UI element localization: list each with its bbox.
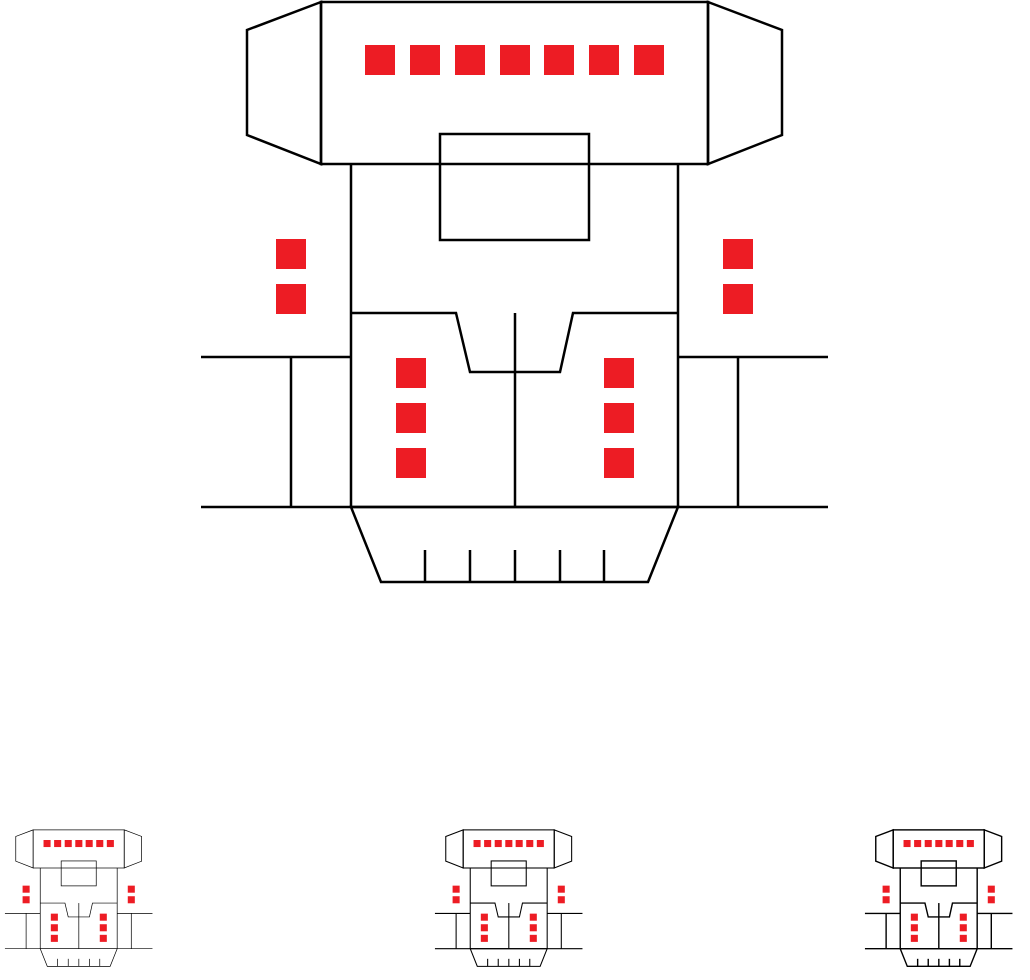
robot-icon-thin-variant [0, 820, 160, 980]
robot-icon [434, 829, 583, 967]
robot-lights [276, 45, 753, 478]
robot-icon [4, 829, 153, 967]
robot-ear-left [245, 0, 323, 166]
robot-icon [864, 829, 1013, 967]
robot-chest-screen [438, 132, 591, 242]
robot-icon-bold-variant [860, 820, 1020, 980]
robot-icon-regular-variant [430, 820, 590, 980]
robot-icon [201, 0, 828, 584]
robot-icon-large [201, 0, 828, 584]
robot-ear-right [706, 0, 784, 166]
robot-base [349, 505, 680, 584]
robot-head [319, 0, 710, 166]
